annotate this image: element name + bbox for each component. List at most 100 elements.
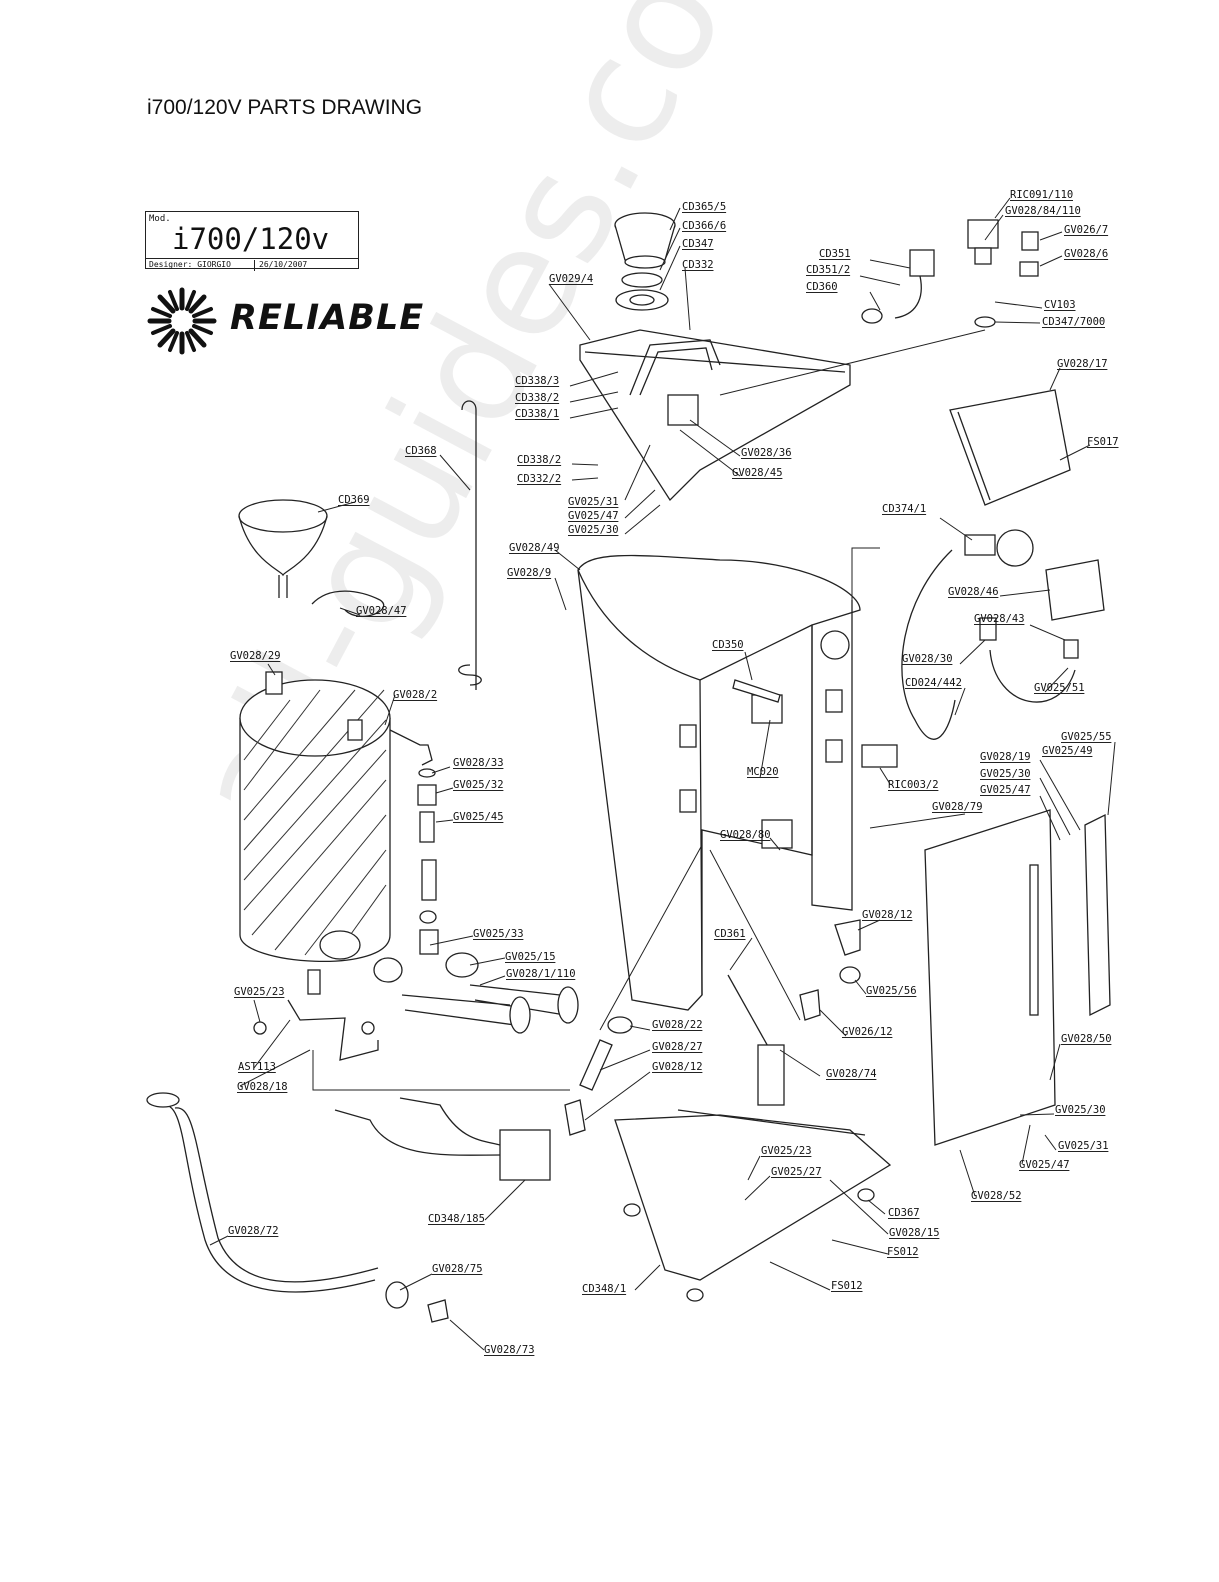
brand-name: RELIABLE: [230, 298, 425, 338]
part-label: GV025/47: [980, 784, 1031, 796]
part-label: GV028/73: [484, 1344, 535, 1356]
part-label: CD338/2: [515, 392, 559, 404]
part-label: GV029/4: [549, 273, 593, 285]
title-block-date: 26/10/2007: [254, 260, 307, 271]
part-label: GV028/29: [230, 650, 281, 662]
part-label: GV028/46: [948, 586, 999, 598]
gasket: [373, 957, 403, 983]
part-label: AST113: [238, 1061, 276, 1073]
part-label: GV028/79: [932, 801, 983, 813]
designer-name: GIORGIO: [197, 260, 231, 269]
part-labels: CD365/5CD366/6CD347CD332GV029/4CD351CD35…: [228, 189, 1119, 1356]
terminal-block: [861, 744, 898, 768]
solenoid-valve: [967, 219, 999, 249]
part-label: GV028/30: [902, 653, 953, 665]
title-block-model: i700/120v: [172, 222, 330, 256]
part-label: GV025/27: [771, 1166, 822, 1178]
part-label: GV025/30: [568, 524, 619, 536]
part-label: CD338/1: [515, 408, 559, 420]
part-label: GV028/12: [862, 909, 913, 921]
part-label: GV025/49: [1042, 745, 1093, 757]
top-cover: [579, 329, 851, 502]
part-drawings: [146, 197, 1116, 1351]
reliable-logo: RELIABLE: [146, 286, 436, 356]
part-label: GV025/30: [1055, 1104, 1106, 1116]
part-label: GV025/31: [1058, 1140, 1109, 1152]
part-label: GV025/32: [453, 779, 504, 791]
part-label: GV028/72: [228, 1225, 279, 1237]
part-label: GV028/15: [889, 1227, 940, 1239]
part-label: CD338/3: [515, 375, 559, 387]
drain-hose: [159, 1104, 379, 1293]
part-label: CD351/2: [806, 264, 850, 276]
leader-lines: [209, 197, 1116, 1351]
title-block-footer: Designer: GIORGIO 26/10/2007: [146, 258, 358, 271]
side-panel: [924, 809, 1056, 1146]
boiler-hatching: [243, 689, 387, 956]
part-label: GV028/74: [826, 1068, 877, 1080]
part-label: GV025/45: [453, 811, 504, 823]
part-label: CD348/185: [428, 1213, 485, 1225]
drip-tray: [949, 389, 1071, 506]
boiler: [239, 679, 391, 963]
sunburst-logo-icon: [147, 287, 217, 355]
part-label: RIC003/2: [888, 779, 939, 791]
part-label: GV025/30: [980, 768, 1031, 780]
part-label: GV028/43: [974, 613, 1025, 625]
part-label: GV028/33: [453, 757, 504, 769]
heating-element: [401, 984, 566, 1026]
part-label: CD347/7000: [1042, 316, 1105, 328]
power-cord: [727, 974, 771, 1051]
part-label: GV025/15: [505, 951, 556, 963]
part-label: CD332/2: [517, 473, 561, 485]
top-handle: [629, 339, 721, 396]
part-label: CD338/2: [517, 454, 561, 466]
part-label: CD348/1: [582, 1283, 626, 1295]
part-label: CD365/5: [682, 201, 726, 213]
part-label: GV028/22: [652, 1019, 703, 1031]
part-label: GV025/55: [1061, 731, 1112, 743]
part-label: GV025/33: [473, 928, 524, 940]
boiler-bracket: [287, 999, 379, 1061]
pressure-gauge: [996, 529, 1034, 567]
part-label: CD351: [819, 248, 851, 260]
part-label: GV028/19: [980, 751, 1031, 763]
page-title: i700/120V PARTS DRAWING: [147, 96, 423, 119]
part-label: GV028/18: [237, 1081, 288, 1093]
rocker-switch-2: [761, 819, 793, 849]
part-label: GV028/36: [741, 447, 792, 459]
side-glass: [1084, 813, 1111, 1017]
part-label: CD368: [405, 445, 437, 457]
part-label: CV103: [1044, 299, 1076, 311]
pressure-switch: [667, 394, 699, 426]
drawing-title-block: Mod. i700/120v Designer: GIORGIO 26/10/2…: [145, 211, 359, 271]
funnel: [238, 499, 328, 533]
steam-hose: [989, 649, 1076, 703]
connector-box: [909, 249, 935, 277]
part-label: GV028/45: [732, 467, 783, 479]
sight-tube: [732, 679, 781, 703]
designer-label: Designer:: [149, 260, 193, 269]
part-label: GV028/6: [1064, 248, 1108, 260]
part-label: GV028/47: [356, 605, 407, 617]
part-label: GV028/49: [509, 542, 560, 554]
part-label: GV025/23: [761, 1145, 812, 1157]
gauge-cover: [1045, 559, 1105, 621]
part-label: GV028/1/110: [506, 968, 576, 980]
part-label: CD366/6: [682, 220, 726, 232]
part-label: GV025/31: [568, 496, 619, 508]
part-label: FS012: [887, 1246, 919, 1258]
thermostat: [499, 1129, 551, 1181]
part-label: CD361: [714, 928, 746, 940]
part-label: GV025/23: [234, 986, 285, 998]
part-label: GV028/84/110: [1005, 205, 1081, 217]
part-label: MC020: [747, 766, 779, 778]
tap-valve: [799, 989, 821, 1021]
title-block-designer: Designer: GIORGIO: [149, 260, 231, 269]
elbow-fitting: [834, 919, 861, 956]
part-label: GV025/47: [568, 510, 619, 522]
part-label: CD024/442: [905, 677, 962, 689]
base-plate: [614, 1109, 892, 1302]
part-label: GV028/12: [652, 1061, 703, 1073]
